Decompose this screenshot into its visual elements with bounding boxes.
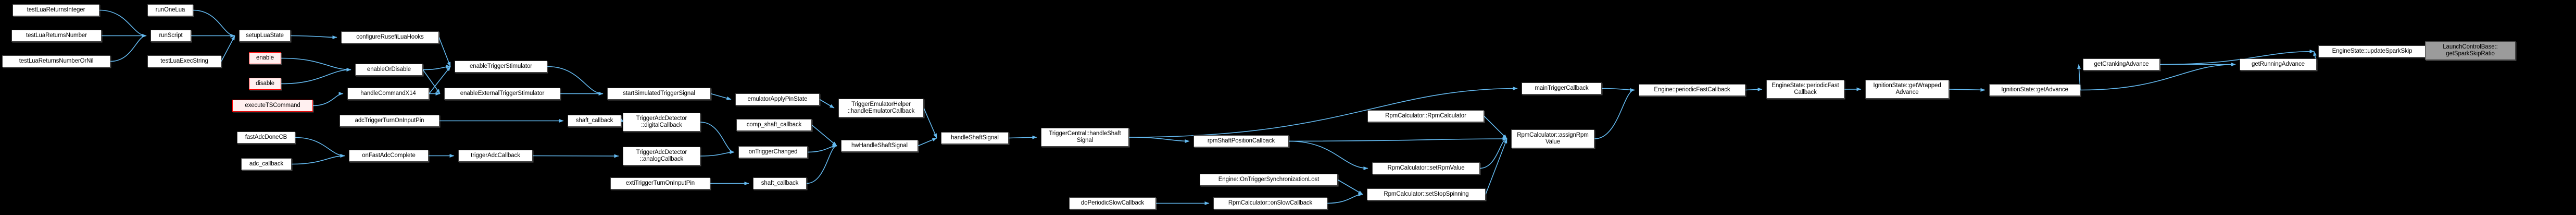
- graph-node[interactable]: TriggerAdcDetector ::analogCallback: [623, 147, 700, 165]
- graph-node[interactable]: RpmCalculator::setRpmValue: [1372, 162, 1480, 174]
- graph-node[interactable]: adcTriggerTurnOnInputPin: [340, 115, 439, 127]
- graph-edge: [532, 154, 619, 158]
- graph-node[interactable]: runOneLua: [147, 4, 193, 16]
- graph-edge: [438, 37, 451, 67]
- graph-edge: [807, 144, 837, 153]
- graph-edge: [281, 57, 351, 71]
- graph-node[interactable]: handleCommandX14: [347, 88, 429, 100]
- graph-node[interactable]: testLuaReturnsInteger: [12, 4, 99, 16]
- graph-edge: [1485, 138, 1507, 195]
- graph-node[interactable]: TriggerAdcDetector ::digitalCallback: [623, 113, 700, 132]
- graph-node[interactable]: LaunchControlBase:: getSparkSkipRatio: [2425, 41, 2516, 60]
- graph-node[interactable]: testLuaReturnsNumberOrNil: [2, 55, 110, 67]
- graph-node[interactable]: disable: [249, 78, 281, 90]
- graph-edge: [806, 144, 837, 184]
- graph-node[interactable]: testLuaReturnsNumber: [11, 30, 102, 42]
- graph-edge: [1745, 87, 1763, 91]
- graph-node[interactable]: shaft_callback: [753, 177, 807, 189]
- graph-node[interactable]: Engine::OnTriggerSynchronizationLost: [1200, 174, 1338, 186]
- graph-edge: [193, 9, 235, 38]
- graph-edge: [1479, 137, 1507, 169]
- graph-node[interactable]: Engine::periodicFastCallback: [1639, 84, 1745, 96]
- graph-node[interactable]: rpmShaftPositionCallback: [1193, 135, 1289, 147]
- graph-node[interactable]: doPeriodicSlowCallback: [1069, 197, 1156, 209]
- graph-edge: [1288, 140, 1368, 170]
- graph-node[interactable]: enableExternalTriggerStimulator: [444, 88, 560, 100]
- graph-node[interactable]: enableOrDisable: [355, 64, 423, 76]
- graph-edge: [819, 99, 835, 109]
- graph-edge: [918, 137, 937, 147]
- graph-edge: [281, 68, 351, 85]
- graph-node[interactable]: RpmCalculator::RpmCalculator: [1367, 110, 1484, 122]
- graph-edge: [1337, 179, 1363, 195]
- graph-node[interactable]: RpmCalculator::setStopSpinning: [1367, 188, 1486, 200]
- graph-edge: [811, 124, 837, 147]
- graph-node[interactable]: TriggerEmulatorHelper ::handleEmulatorCa…: [838, 99, 924, 117]
- graph-node[interactable]: EngineState::periodicFast Callback: [1766, 80, 1844, 99]
- graph-edge: [99, 9, 147, 38]
- graph-edge: [110, 34, 147, 62]
- graph-edge: [290, 35, 337, 39]
- graph-edge: [1288, 137, 1507, 142]
- graph-node[interactable]: hwHandleShaftSignal: [841, 140, 918, 152]
- graph-edge: [700, 122, 735, 154]
- graph-node[interactable]: configureRusefiLuaHooks: [341, 31, 439, 43]
- graph-edge: [923, 108, 937, 138]
- graph-node[interactable]: extiTriggerTurnOnInputPin: [610, 177, 710, 189]
- graph-edge: [1601, 88, 1635, 92]
- graph-node[interactable]: adc_callback: [241, 158, 292, 170]
- graph-edge: [1327, 193, 1363, 204]
- graph-edge: [221, 35, 235, 62]
- graph-edge: [710, 93, 732, 100]
- graph-node[interactable]: IgnitionState::getAdvance: [1989, 84, 2080, 96]
- graph-node[interactable]: testLuaExecString: [147, 55, 221, 67]
- graph-node[interactable]: onTriggerChanged: [738, 146, 808, 158]
- graph-edge: [1008, 135, 1037, 139]
- graph-node[interactable]: enable: [249, 52, 281, 64]
- graph-node[interactable]: RpmCalculator::assignRpm Value: [1511, 129, 1594, 148]
- graph-node[interactable]: executeTSCommand: [232, 100, 313, 112]
- graph-node[interactable]: triggerAdcCallback: [458, 150, 533, 162]
- graph-node[interactable]: IgnitionState::getWrapped Advance: [1865, 80, 1949, 99]
- graph-node[interactable]: EngineState::updateSparkSkip: [2318, 45, 2426, 57]
- graph-node[interactable]: comp_shaft_callback: [736, 119, 812, 131]
- graph-node[interactable]: startSimulatedTriggerSignal: [607, 88, 711, 100]
- graph-edge: [1128, 137, 1190, 143]
- graph-node[interactable]: emulatorApplyPinState: [735, 93, 820, 105]
- graph-node[interactable]: getRunningAdvance: [2240, 58, 2317, 70]
- graph-node[interactable]: fastAdcDoneCB: [237, 132, 295, 144]
- graph-node[interactable]: getCrankingAdvance: [2083, 58, 2160, 70]
- graph-edge: [291, 154, 345, 165]
- graph-edge: [295, 137, 345, 158]
- graph-node[interactable]: mainTriggerCallback: [1522, 82, 1602, 94]
- graph-node[interactable]: RpmCalculator::onSlowCallback: [1213, 197, 1327, 209]
- graph-edge: [1949, 88, 1986, 92]
- graph-edge: [700, 150, 735, 157]
- graph-node[interactable]: enableTriggerStimulator: [455, 61, 547, 73]
- graph-node[interactable]: handleShaftSignal: [941, 132, 1009, 144]
- graph-edge: [1594, 88, 1635, 139]
- graph-edge: [1484, 115, 1507, 139]
- graph-node[interactable]: runScript: [150, 30, 191, 42]
- graph-node[interactable]: setupLuaState: [239, 30, 291, 42]
- graph-edge: [312, 92, 344, 106]
- graph-node[interactable]: onFastAdcComplete: [349, 150, 429, 162]
- graph-node[interactable]: shaft_callback: [568, 115, 621, 127]
- graph-node[interactable]: TriggerCentral::handleShaft Signal: [1041, 128, 1129, 147]
- graph-edge: [422, 65, 451, 70]
